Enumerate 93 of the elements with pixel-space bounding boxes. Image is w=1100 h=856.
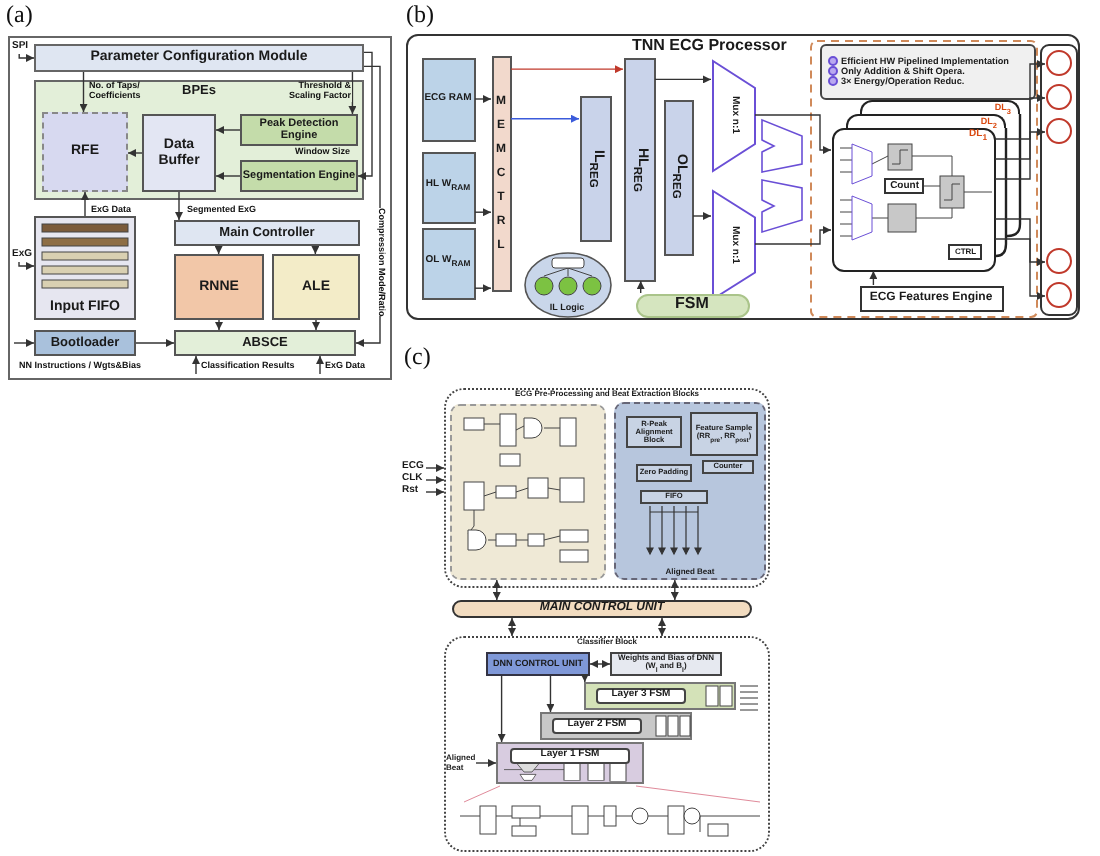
arrow [215, 172, 241, 180]
control-unit-box [486, 652, 590, 676]
alignment-panel [614, 402, 766, 580]
engine-box [174, 254, 264, 320]
arrow [754, 114, 832, 154]
arrow [497, 675, 506, 743]
control-box [948, 244, 983, 261]
arrow [18, 53, 35, 62]
controller-box [174, 220, 360, 246]
config-module-box [34, 44, 364, 72]
mux-trapezoid [711, 189, 755, 299]
layer-panel [496, 742, 644, 784]
block-label: FSM [675, 296, 709, 314]
register-bar [579, 95, 611, 241]
arrow [79, 71, 88, 113]
arrow [994, 238, 1046, 300]
arrow [492, 579, 501, 601]
layer-panel [540, 712, 692, 740]
engine-box [240, 160, 358, 192]
register-bar [663, 99, 693, 255]
classifier-group [444, 636, 770, 852]
arrow [214, 245, 223, 255]
panel-letter: (a) [6, 2, 33, 29]
arrow [13, 339, 35, 347]
arrow [692, 212, 712, 220]
arrow [357, 51, 373, 180]
layer-panel [584, 682, 736, 710]
preprocessing-group [444, 388, 770, 588]
arrow [670, 579, 679, 601]
arrow [312, 319, 320, 331]
engine-group-panel [34, 80, 364, 200]
arrow [994, 218, 1046, 266]
engine-box [240, 114, 358, 146]
arrow [175, 191, 183, 221]
block-box [636, 464, 692, 482]
arrow [425, 488, 445, 496]
memory-block [421, 151, 475, 223]
arrow [658, 617, 666, 637]
counter-box [884, 178, 925, 195]
arrow [348, 71, 357, 115]
arrow [994, 128, 1046, 180]
arrow [135, 339, 175, 347]
arrow [474, 95, 492, 103]
engine-box [174, 330, 356, 356]
memory-block [421, 227, 475, 299]
arrow [474, 284, 492, 293]
memory-controller-bar [491, 55, 511, 291]
processor-panel [406, 34, 1080, 320]
arrow [754, 226, 832, 245]
memory-block [421, 57, 475, 141]
arrow [589, 660, 611, 668]
panel-letter: (b) [406, 2, 434, 29]
block-box [690, 412, 758, 456]
block-box [626, 416, 682, 448]
feature-extractor-box [42, 112, 128, 192]
arrow [636, 280, 645, 294]
arrow [510, 65, 624, 74]
engine-box [859, 285, 1003, 311]
register-bar [623, 57, 655, 281]
arrow [510, 114, 580, 123]
data-buffer-box [142, 114, 216, 192]
arrow [215, 126, 241, 134]
panel-letter: (c) [404, 344, 431, 371]
arrow [580, 674, 589, 683]
control-unit-bar [452, 600, 752, 618]
arrow [994, 94, 1046, 160]
arrow [81, 191, 89, 217]
engine-box [272, 254, 360, 320]
block-box [640, 490, 708, 504]
arrow [425, 476, 445, 484]
arrow [475, 759, 497, 767]
memory-box [610, 652, 722, 676]
arrow [311, 245, 320, 255]
arrow [215, 319, 223, 331]
arrow [994, 60, 1046, 140]
panel-title: TNN ECG Processor [632, 38, 787, 56]
loader-box [34, 330, 136, 356]
arrow [425, 464, 445, 472]
arrow [192, 355, 200, 375]
feature-list-box [819, 43, 1035, 99]
mux-trapezoid [711, 59, 755, 171]
arrow [508, 617, 516, 637]
arrow [654, 75, 712, 84]
arrow [546, 675, 555, 713]
arrow [474, 208, 492, 217]
arrow [316, 355, 324, 375]
fifo-buffer-box [34, 216, 136, 320]
fsm-bar [635, 293, 749, 317]
block-box [702, 460, 754, 474]
logic-ellipse [523, 251, 611, 317]
arrow [869, 270, 878, 286]
arrow [127, 149, 143, 157]
arrow [18, 261, 35, 270]
